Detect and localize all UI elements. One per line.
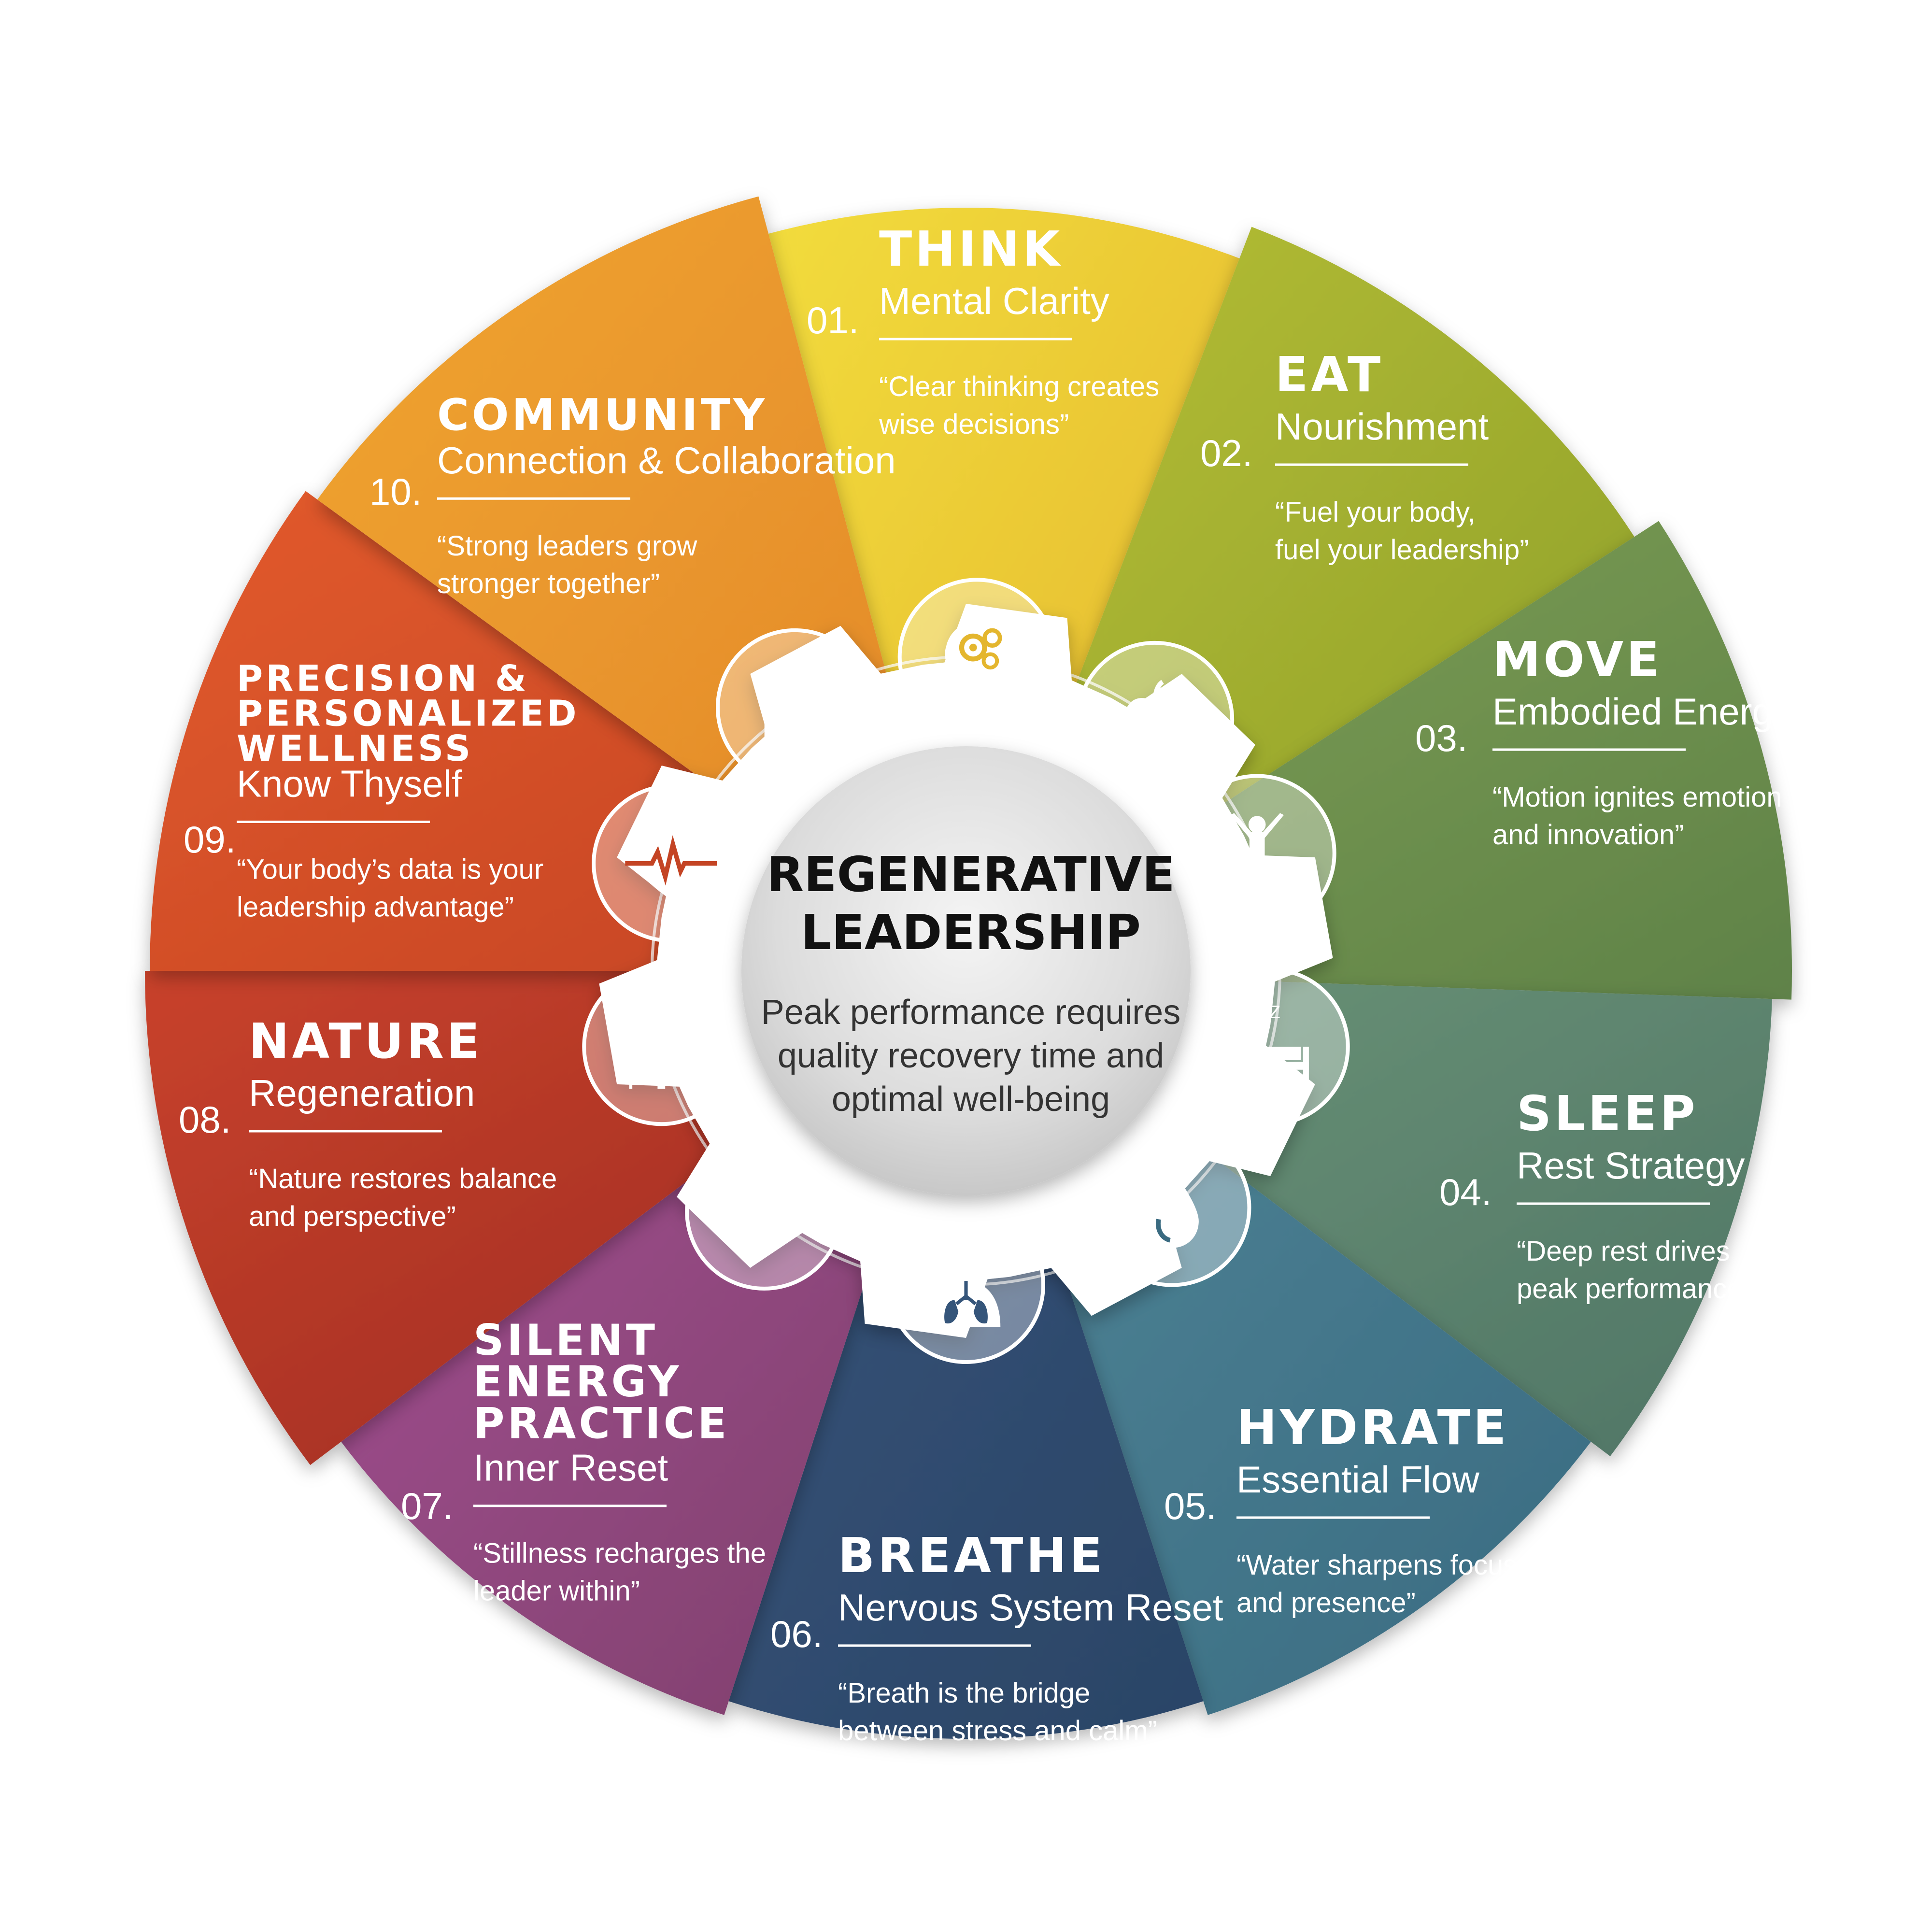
center-hub: REGENERATIVE LEADERSHIP Peak performance… [741, 746, 1191, 1195]
water-drop-icon [1093, 1128, 1251, 1287]
segment-subtitle: Embodied Energy [1492, 690, 1792, 733]
segment-subtitle: Rest Strategy [1517, 1144, 1745, 1187]
segment-quote: “Clear thinking creates [879, 371, 1159, 402]
lungs-icon [887, 1206, 1045, 1364]
segment-quote: “Water sharpens focus [1236, 1549, 1517, 1581]
segment-quote: fuel your leadership” [1275, 534, 1529, 566]
segment-title: ENERGY [473, 1357, 682, 1406]
segment-quote: “Strong leaders grow [437, 530, 697, 562]
segment-subtitle: Know Thyself [237, 763, 462, 805]
segment-number: 05. [1164, 1485, 1216, 1527]
segment-title: SILENT [473, 1315, 658, 1365]
segment-wedge-1 [768, 207, 1240, 971]
segment-title: PRECISION & [237, 658, 529, 699]
segment-title: EAT [1275, 346, 1383, 403]
segment-subtitle: Nervous System Reset [838, 1586, 1223, 1629]
segment-title: MOVE [1492, 631, 1662, 688]
center-text-line-2: quality recovery time and [778, 1037, 1164, 1075]
segment-title: PERSONALIZED [237, 693, 580, 735]
segment-subtitle: Inner Reset [473, 1447, 668, 1489]
segment-quote: wise decisions” [879, 409, 1069, 440]
segment-title: THINK [879, 221, 1063, 277]
meditation-icon [685, 1132, 844, 1291]
segment-title: HYDRATE [1236, 1399, 1509, 1456]
segment-subtitle: Regeneration [249, 1072, 475, 1114]
segment-title: WELLNESS [237, 728, 473, 769]
segment-wedge-6 [728, 971, 1204, 1739]
segment-quote: “Your body’s data is your [237, 854, 543, 885]
person-arms-raised-icon [1178, 774, 1336, 933]
segment-number: 03. [1415, 717, 1467, 759]
segment-quote: leadership advantage” [237, 892, 514, 923]
apple-icon [1076, 640, 1235, 799]
segment-number: 06. [770, 1613, 823, 1655]
segment-number: 09. [184, 818, 236, 861]
segment-subtitle: Nourishment [1275, 405, 1489, 448]
segment-quote: peak performance” [1517, 1273, 1752, 1305]
segment-quote: and perspective” [249, 1201, 456, 1232]
center-text-line-1: Peak performance requires [761, 993, 1180, 1032]
segment-number: 08. [179, 1098, 231, 1141]
segment-number: 04. [1439, 1171, 1492, 1213]
segment-quote: “Deep rest drives [1517, 1236, 1730, 1267]
trees-sun-icon [582, 967, 741, 1126]
segment-quote: leader within” [473, 1576, 640, 1607]
segment-title: PRACTICE [473, 1398, 729, 1448]
center-text-line-3: optimal well-being [832, 1080, 1110, 1119]
center-title-line-1: REGENERATIVE [767, 846, 1175, 903]
segment-quote: “Fuel your body, [1275, 497, 1476, 528]
center-title-line-2: LEADERSHIP [801, 904, 1141, 961]
brain-gears-icon [897, 578, 1056, 737]
segment-quote: and presence” [1236, 1587, 1416, 1619]
segment-quote: “Stillness recharges the [473, 1538, 766, 1569]
segment-quote: between stress and calm” [838, 1715, 1157, 1747]
segment-title: COMMUNITY [437, 390, 767, 440]
segment-subtitle: Essential Flow [1236, 1458, 1480, 1501]
segment-title: NATURE [249, 1013, 483, 1069]
segment-title: BREATHE [838, 1527, 1105, 1584]
segment-title: SLEEP [1517, 1085, 1698, 1142]
sleeping-bed-icon [1191, 967, 1350, 1126]
segment-quote: “Nature restores balance [249, 1163, 557, 1194]
segment-quote: “Motion ignites emotion [1492, 781, 1782, 813]
segment-subtitle: Mental Clarity [879, 280, 1109, 322]
people-group-icon [715, 628, 874, 787]
segment-number: 02. [1200, 432, 1252, 474]
heart-pulse-icon [592, 784, 751, 943]
segment-subtitle: Connection & Collaboration [437, 439, 896, 482]
segment-quote: and innovation” [1492, 819, 1684, 851]
segment-number: 07. [401, 1485, 453, 1527]
segment-number: 01. [807, 299, 859, 341]
segment-quote: “Breath is the bridge [838, 1677, 1090, 1709]
segment-number: 10. [369, 470, 422, 513]
icons-layer [582, 578, 1350, 1364]
segment-quote: stronger together” [437, 568, 660, 599]
